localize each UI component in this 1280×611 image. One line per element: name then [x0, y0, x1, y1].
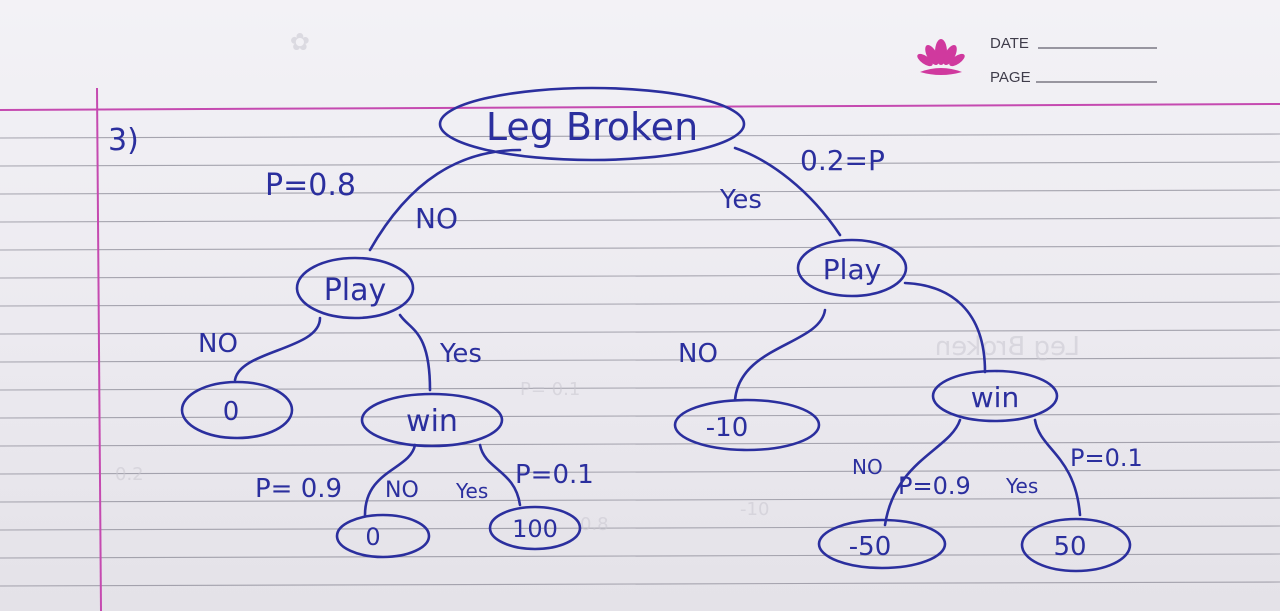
- right-play-no-label: NO: [678, 339, 718, 369]
- left-margin-line: [96, 87, 102, 611]
- page-label: PAGE: [990, 69, 1031, 86]
- node-right-play-label: Play: [823, 253, 881, 286]
- node-left-win-label: win: [406, 404, 458, 439]
- right-win-yes-label: Yes: [1005, 474, 1038, 498]
- right-win-no-label: NO: [852, 455, 883, 479]
- left-play-no-label: NO: [198, 329, 238, 359]
- svg-text:0.2: 0.2: [115, 464, 144, 485]
- show-through-marks: Leg Broken ✿ 0.2 P= 0.1 0.8 -10: [115, 28, 1080, 535]
- svg-text:-10: -10: [740, 499, 769, 520]
- node-right-play: Play: [796, 238, 908, 298]
- left-win-yes-label: Yes: [455, 479, 488, 503]
- left-play-yes-label: Yes: [439, 339, 482, 369]
- edge-labels: P=0.8 NO 0.2=P Yes NO Yes NO P= 0.9 NO Y…: [198, 144, 1143, 504]
- leaf-left-play-no-label: 0: [223, 397, 240, 427]
- leaf-right-win-yes-label: 50: [1053, 532, 1086, 562]
- leaf-left-win-no: 0: [335, 513, 431, 559]
- leaf-right-win-no-label: -50: [849, 532, 891, 562]
- right-win-yes-prob-label: P=0.1: [1070, 444, 1143, 472]
- left-win-yes-prob-label: P=0.1: [515, 460, 594, 490]
- leaf-left-win-yes-label: 100: [512, 515, 558, 543]
- ruled-lines: [0, 133, 1280, 587]
- root-yes-prob-label: 0.2=P: [800, 144, 885, 177]
- leaf-left-win-yes: 100: [488, 505, 582, 551]
- right-win-no-prob-label: P=0.9: [898, 472, 971, 500]
- node-left-play: Play: [295, 256, 415, 320]
- leaf-left-win-no-label: 0: [365, 523, 380, 551]
- left-win-no-label: NO: [385, 478, 419, 503]
- svg-text:✿: ✿: [290, 28, 310, 56]
- node-right-win-label: win: [971, 381, 1019, 414]
- leaf-right-win-yes: 50: [1020, 517, 1132, 573]
- root-no-prob-label: P=0.8: [265, 168, 356, 203]
- leaf-right-win-no: -50: [817, 518, 947, 570]
- lotus-logo-icon: [917, 39, 965, 75]
- svg-text:Leg Broken: Leg Broken: [935, 332, 1080, 362]
- date-label: DATE: [990, 35, 1029, 52]
- node-root-label: Leg Broken: [486, 105, 698, 149]
- root-no-label: NO: [415, 202, 458, 235]
- top-margin-line: [0, 103, 1280, 111]
- node-right-win: win: [931, 369, 1059, 423]
- node-left-win: win: [360, 392, 504, 448]
- question-number: 3): [108, 123, 139, 158]
- leaf-right-play-no: -10: [673, 398, 821, 452]
- svg-text:P= 0.1: P= 0.1: [520, 379, 580, 400]
- svg-text:0.8: 0.8: [580, 514, 609, 535]
- left-win-no-prob-label: P= 0.9: [255, 474, 342, 504]
- node-root: Leg Broken: [438, 86, 746, 162]
- leaf-left-play-no: 0: [180, 380, 294, 440]
- root-yes-label: Yes: [719, 185, 762, 215]
- leaf-right-play-no-label: -10: [706, 413, 748, 443]
- node-left-play-label: Play: [324, 273, 387, 308]
